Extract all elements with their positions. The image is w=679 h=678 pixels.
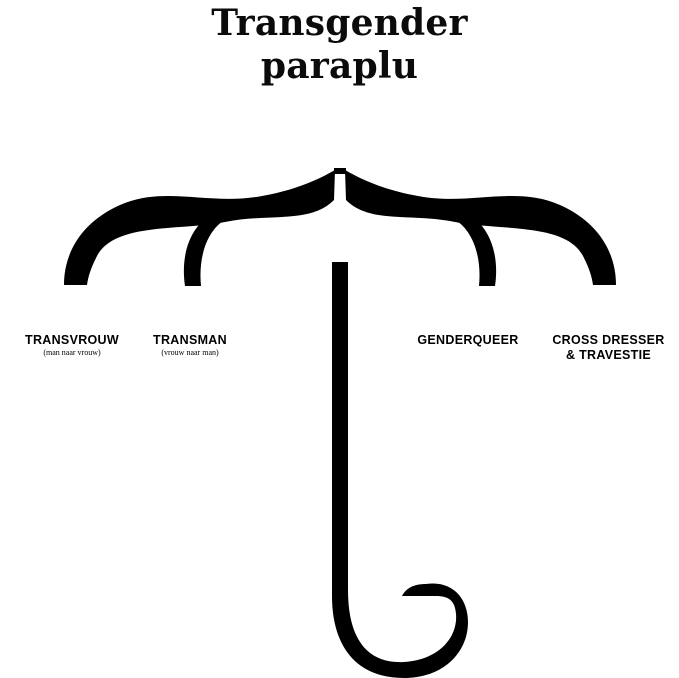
label-transvrouw-sub: (man naar vrouw) bbox=[6, 348, 138, 358]
label-genderqueer-main: GENDERQUEER bbox=[402, 333, 534, 348]
label-transman: TRANSMAN (vrouw naar man) bbox=[130, 333, 250, 358]
label-genderqueer: GENDERQUEER bbox=[402, 333, 534, 348]
label-cross-dresser: CROSS DRESSER & TRAVESTIE bbox=[538, 333, 679, 363]
canopy-tip bbox=[334, 168, 346, 174]
umbrella-shaft bbox=[332, 262, 468, 678]
label-transman-sub: (vrouw naar man) bbox=[130, 348, 250, 358]
label-transvrouw: TRANSVROUW (man naar vrouw) bbox=[6, 333, 138, 358]
label-cross-dresser-main2: & TRAVESTIE bbox=[538, 348, 679, 363]
label-transman-main: TRANSMAN bbox=[130, 333, 250, 348]
label-transvrouw-main: TRANSVROUW bbox=[6, 333, 138, 348]
label-cross-dresser-main: CROSS DRESSER bbox=[538, 333, 679, 348]
